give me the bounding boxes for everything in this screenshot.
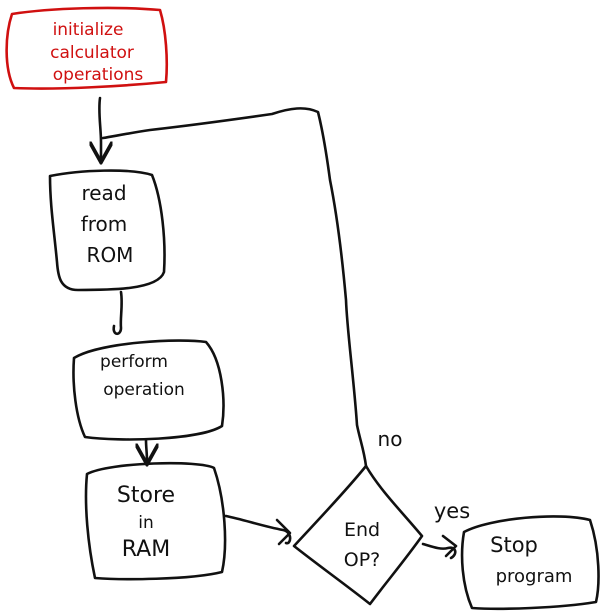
node-stop-line-1: Stop (490, 533, 538, 557)
edge-endop-to-read (101, 107, 368, 468)
node-perform-line-1: perform (100, 352, 168, 372)
node-perform-line-2: operation (103, 380, 185, 400)
edge-store-to-endop (224, 514, 292, 545)
node-init-line-3: operations (53, 65, 144, 85)
connector-layer (99, 96, 458, 560)
node-init: initialize calculator operations (5, 6, 169, 90)
node-init-shape (5, 6, 169, 90)
node-stop: Stop program (460, 515, 600, 611)
node-read-line-3: ROM (87, 243, 134, 267)
node-read-line-1: read (81, 181, 126, 205)
edge-store-to-endop-head (275, 518, 292, 546)
node-endop-line-2: OP? (344, 549, 381, 571)
edge-init-to-read (99, 96, 101, 160)
node-read-line-2: from (81, 212, 128, 236)
edge-label-yes: yes (434, 499, 470, 523)
edge-endop-to-stop-head (441, 534, 458, 558)
edge-label-no: no (378, 427, 403, 451)
node-store-line-1: Store (117, 483, 175, 508)
node-store-line-2: in (138, 513, 154, 533)
node-perform-shape (72, 339, 225, 441)
node-endop: End OP? (292, 464, 424, 606)
node-init-line-1: initialize (53, 20, 124, 40)
node-stop-shape (460, 515, 600, 611)
node-init-line-2: calculator (50, 43, 134, 63)
node-read-shape (48, 169, 166, 292)
node-perform: perform operation (72, 339, 225, 441)
node-read: read from ROM (48, 169, 166, 292)
node-store: Store in RAM (84, 461, 227, 581)
node-store-line-3: RAM (122, 537, 170, 562)
edge-endop-to-stop (421, 542, 457, 560)
node-stop-line-2: program (496, 566, 573, 587)
node-store-shape (84, 461, 227, 581)
edge-read-to-perform (112, 290, 124, 336)
node-endop-shape (292, 464, 424, 606)
node-endop-line-1: End (344, 519, 380, 541)
edge-perform-to-store (146, 438, 147, 462)
